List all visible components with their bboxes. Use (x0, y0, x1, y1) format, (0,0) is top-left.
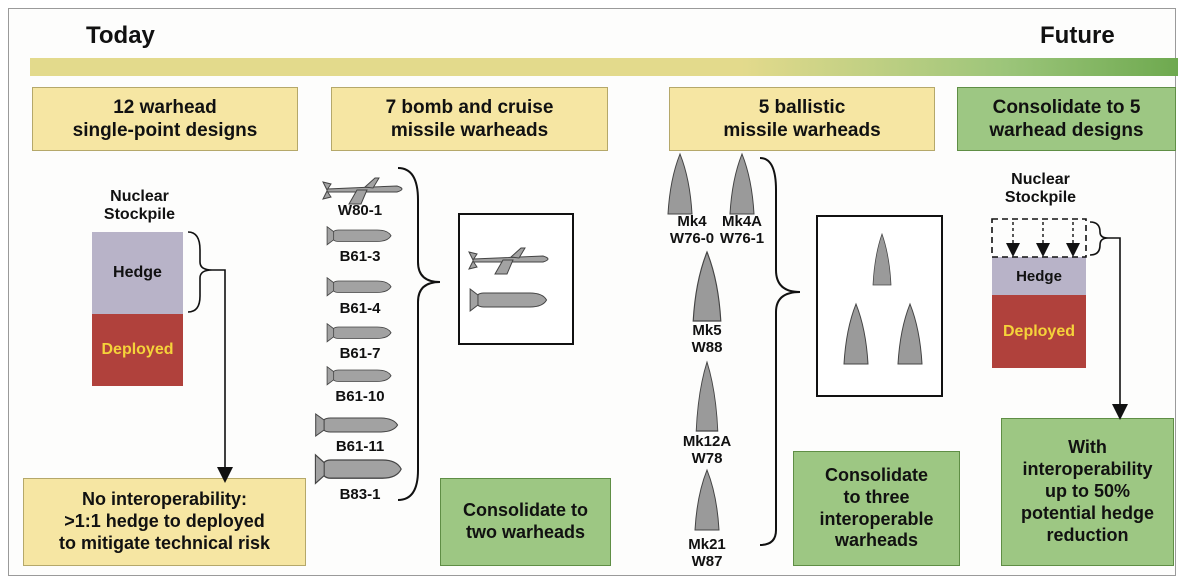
bomb-icon (326, 323, 392, 343)
header-ballistic: 5 ballistic missile warheads (669, 87, 935, 151)
warhead-label: B61-10 (335, 388, 385, 405)
bomb-icon (315, 413, 399, 437)
stockpile-today-title: Nuclear Stockpile (103, 188, 176, 224)
future-label: Future (1040, 22, 1115, 49)
note-consolidate-two: Consolidate to two warheads (440, 478, 611, 566)
hedge-label: Hedge (1016, 267, 1062, 285)
bomb-icon (314, 454, 402, 485)
reentry-vehicle-icon (692, 251, 722, 322)
mk-label: Mk4 (677, 213, 707, 230)
bomb-icon (326, 226, 392, 246)
hedge-label: Hedge (113, 264, 162, 281)
reentry-vehicle-icon (694, 469, 720, 531)
mk-label: Mk12A (682, 433, 732, 450)
cruise-missile-icon (322, 177, 403, 205)
deployed-label: Deployed (1002, 322, 1075, 340)
w-label: W76-1 (719, 230, 765, 248)
stockpile-today-hedge: Hedge (92, 232, 183, 314)
deployed-label: Deployed (101, 341, 174, 358)
warhead-label: B61-3 (339, 248, 381, 265)
w-label: W78 (691, 450, 723, 468)
bomb-icon (326, 277, 392, 297)
w-label: W87 (691, 553, 723, 571)
stockpile-today-deployed: Deployed (92, 314, 183, 386)
today-label: Today (86, 22, 155, 49)
reentry-vehicle-icon (729, 153, 755, 215)
stockpile-future-deployed: Deployed (992, 295, 1086, 368)
warhead-label: B61-4 (339, 300, 381, 317)
bomb-icon (326, 366, 392, 386)
warhead-label: B61-11 (335, 438, 385, 455)
header-single-point-designs: 12 warhead single-point designs (32, 87, 298, 151)
reentry-vehicle-icon (667, 153, 693, 215)
header-consolidate-five: Consolidate to 5 warhead designs (957, 87, 1176, 151)
header-bomb-cruise: 7 bomb and cruise missile warheads (331, 87, 608, 151)
warhead-label: W80-1 (337, 202, 383, 219)
timeline-gradient-bar (30, 58, 1178, 76)
note-consolidate-three: Consolidate to three interoperable warhe… (793, 451, 960, 566)
warhead-label: B61-7 (339, 345, 381, 362)
stockpile-future-title: Nuclear Stockpile (1004, 171, 1077, 207)
w-label: W88 (691, 339, 723, 357)
stockpile-future-hedge: Hedge (992, 257, 1086, 295)
note-interop-hedge-reduction: With interoperability up to 50% potentia… (1001, 418, 1174, 566)
warhead-label: B83-1 (339, 486, 381, 503)
note-no-interoperability: No interoperability: >1:1 hedge to deplo… (23, 478, 306, 566)
w-label: W76-0 (669, 230, 715, 248)
mk-label: Mk21 (688, 536, 726, 553)
mk-label: Mk5 (692, 322, 722, 339)
reentry-vehicle-icon (695, 361, 719, 432)
mk-label: Mk4A (721, 213, 762, 230)
